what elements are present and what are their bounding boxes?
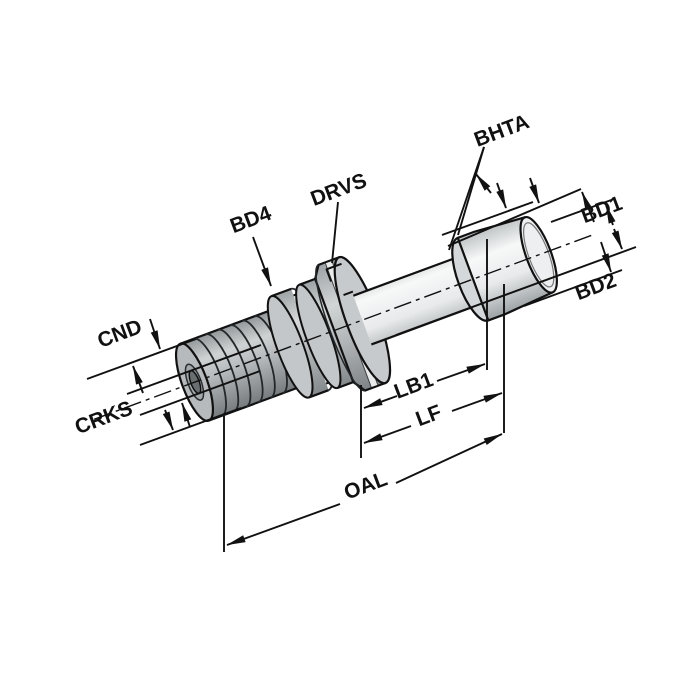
dimension-lines — [86, 146, 637, 552]
drive-slot-notch — [325, 262, 342, 282]
bd4-arrow — [252, 236, 272, 287]
bd2-arrow-down — [611, 228, 623, 250]
label-bd1: BD1 — [578, 192, 626, 228]
bhta-arrow-right — [529, 177, 540, 204]
head-top-tangent-line — [441, 201, 534, 236]
label-bd2: BD2 — [572, 269, 619, 305]
lb1-line-left — [363, 395, 398, 409]
label-lb1: LB1 — [391, 368, 437, 404]
lf-line-right — [451, 392, 503, 412]
label-lf: LF — [413, 401, 445, 432]
head — [451, 215, 558, 322]
oal-line-left — [226, 503, 341, 546]
bd1-arrow-up — [581, 191, 595, 223]
bhta-arrow-left — [475, 173, 492, 194]
bhta-line-2 — [457, 146, 485, 236]
crks-arrow-down — [162, 409, 174, 431]
bd2-arrow-up — [605, 204, 616, 226]
crks-arrow-up — [181, 402, 192, 428]
oal-line-right — [395, 433, 503, 484]
label-oal: OAL — [341, 467, 391, 504]
lf-line-left — [363, 425, 412, 444]
head-taper-tangent-line — [447, 188, 582, 247]
cnd-upper-line — [86, 338, 197, 380]
drvs-leader — [331, 201, 339, 264]
label-cnd: CND — [94, 315, 145, 352]
cnd-lower-line — [126, 344, 262, 395]
centerline — [93, 233, 597, 420]
cnd-arrow-up — [132, 365, 144, 394]
lb1-line-right — [436, 363, 486, 382]
shank-top-tangent-line — [550, 198, 615, 223]
label-bd4: BD4 — [227, 202, 275, 238]
head-bottom-tangent-line — [523, 269, 623, 307]
label-drvs: DRVS — [308, 169, 370, 211]
label-bhta: BHTA — [471, 110, 532, 151]
label-crks: CRKS — [72, 397, 136, 439]
shank-bottom-tangent-line — [395, 246, 637, 336]
stud-body — [93, 215, 597, 422]
crks-upper-line — [139, 370, 261, 416]
cnd-arrow-down — [149, 318, 161, 350]
head-tangent-arrow — [496, 182, 507, 209]
